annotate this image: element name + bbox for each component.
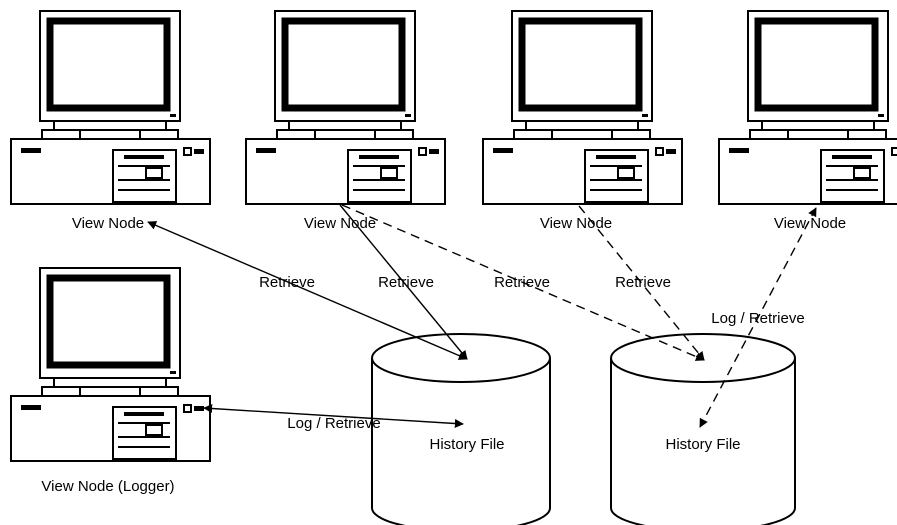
storage-label: History File [665, 436, 740, 453]
computer-icon [719, 11, 897, 204]
database-icon [610, 333, 796, 525]
database-icon [371, 333, 551, 525]
connector-line [147, 221, 468, 360]
connector-line [578, 205, 705, 361]
connection-label: Retrieve [615, 274, 671, 291]
connector-line [341, 204, 705, 361]
node-label: View Node [304, 215, 376, 232]
computer-icon [11, 11, 210, 204]
connection-label: Retrieve [259, 274, 315, 291]
node-label: View Node [540, 215, 612, 232]
computer-icon [483, 11, 682, 204]
computer-icon [11, 268, 210, 461]
connection-label: Log / Retrieve [711, 310, 804, 327]
connection-label: Retrieve [378, 274, 434, 291]
logger-label: View Node (Logger) [41, 478, 174, 495]
computer-icon [246, 11, 445, 204]
connector-line [203, 404, 464, 428]
connection-label: Log / Retrieve [287, 415, 380, 432]
connector-line [339, 204, 468, 360]
connector-line [699, 207, 817, 428]
node-label: View Node [774, 215, 846, 232]
connection-label: Retrieve [494, 274, 550, 291]
storage-label: History File [429, 436, 504, 453]
node-label: View Node [72, 215, 144, 232]
